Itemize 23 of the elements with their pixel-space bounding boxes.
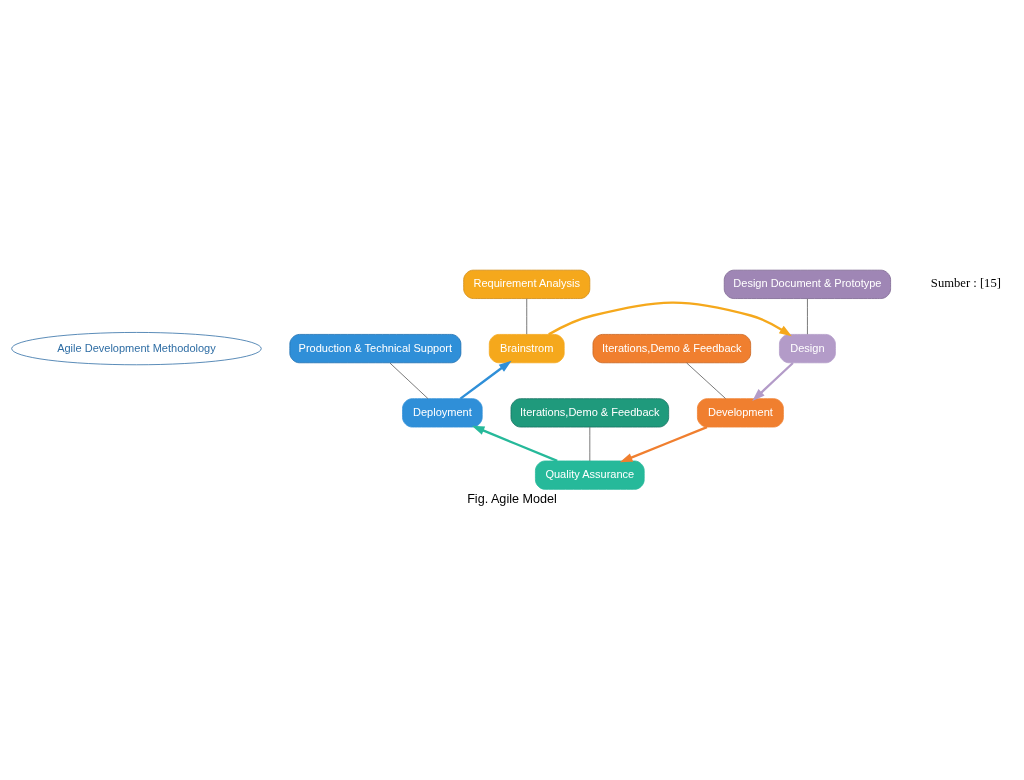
arrow — [548, 301, 792, 337]
node-box: Brainstrom — [488, 334, 565, 364]
arrow — [459, 360, 512, 400]
caption: Fig. Agile Model — [467, 491, 557, 506]
connector — [526, 298, 528, 335]
node-box: Design Document & Prototype — [723, 269, 891, 299]
connector — [686, 362, 726, 399]
label: Sumber : [15] — [930, 276, 1001, 291]
node-box: Iterations,Demo & Feedback — [592, 334, 752, 364]
connector — [807, 298, 808, 335]
node-box: Iterations,Demo & Feedback — [510, 398, 670, 428]
connector — [589, 426, 591, 462]
node-box: Production & Technical Support — [289, 334, 462, 364]
arrow — [471, 425, 558, 463]
node-ellipse: Agile Development Methodology — [11, 332, 262, 366]
arrow — [752, 362, 794, 401]
node-box: Requirement Analysis — [463, 269, 591, 299]
node-box: Development — [697, 398, 784, 428]
node-box: Quality Assurance — [535, 460, 645, 490]
node-box: Design — [779, 334, 836, 364]
connector — [389, 362, 429, 399]
arrow — [619, 426, 708, 463]
node-box: Deployment — [402, 398, 483, 428]
